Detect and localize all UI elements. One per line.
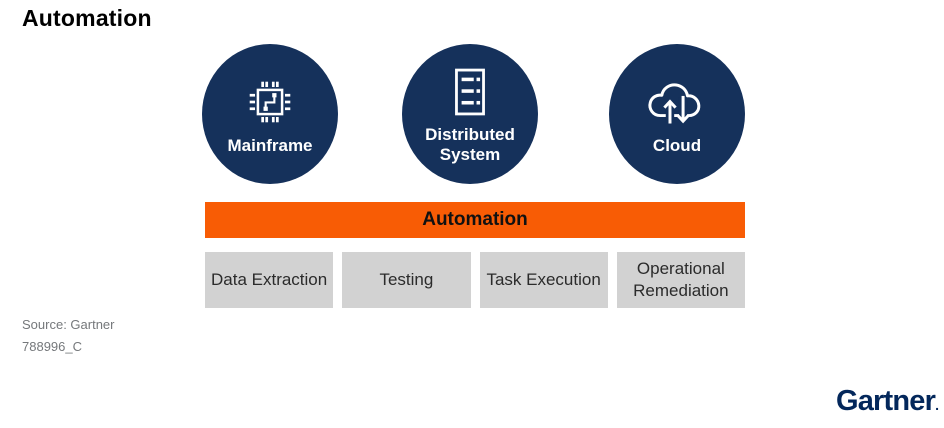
cloud-sync-icon: [648, 83, 701, 124]
capability-label: Data Extraction: [211, 270, 328, 290]
tier-label-mainframe: Mainframe: [227, 135, 313, 155]
tier-circle-cloud: Cloud: [609, 44, 745, 184]
capability-box-data-extraction: Data Extraction: [205, 252, 334, 308]
figure-title: Automation: [22, 5, 152, 31]
capability-label: Task Execution: [486, 270, 601, 290]
server-stack-icon: [455, 69, 485, 116]
tier-label-distributed-system: Distributed System: [425, 125, 515, 164]
tier-circle-mainframe: Mainframe: [202, 44, 338, 184]
tier-circle-distributed-system: Distributed System: [402, 44, 538, 184]
capability-box-task-execution: Task Execution: [479, 252, 608, 308]
gartner-logo: Gartner.: [836, 385, 939, 418]
document-id: 788996_C: [22, 339, 82, 354]
footnote: Source: Gartner 788996_C: [22, 314, 115, 358]
capability-box-testing: Testing: [342, 252, 471, 308]
capability-row: Data Extraction Testing Task Execution O…: [205, 252, 745, 308]
registered-mark: .: [935, 397, 939, 413]
capability-box-operational-remediation: Operational Remediation: [616, 252, 745, 308]
automation-band: Automation: [205, 202, 745, 238]
gartner-logo-text: Gartner: [835, 385, 936, 417]
capability-label: Operational Remediation: [633, 259, 729, 300]
automation-band-label: Automation: [422, 209, 528, 230]
tier-label-cloud: Cloud: [652, 135, 702, 155]
chip-icon: [249, 81, 291, 123]
capability-label: Testing: [379, 270, 434, 290]
source-line: Source: Gartner: [22, 317, 115, 332]
